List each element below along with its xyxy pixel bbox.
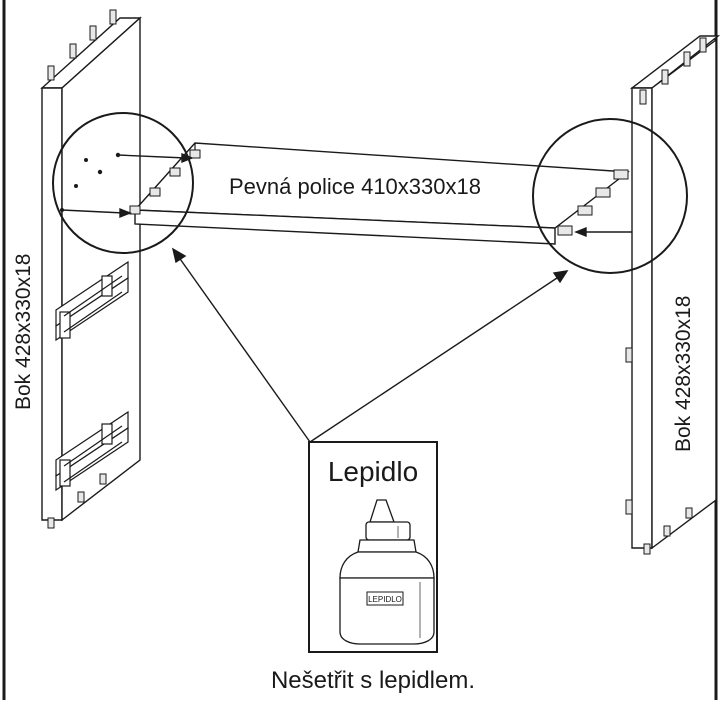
detail-circle-left	[52, 112, 194, 254]
right-side-panel	[625, 35, 720, 555]
left-drawer-runner-top	[55, 260, 129, 342]
left-holes	[60, 152, 121, 212]
detail-circle-right	[532, 118, 688, 274]
left-bottom-dowels	[47, 473, 107, 529]
right-side-label: Bok 428x330x18	[672, 296, 695, 452]
glue-box: Lepidlo LEPIDLO	[308, 441, 438, 653]
right-side-pins	[625, 347, 693, 555]
caption: Nešetřit s lepidlem.	[271, 667, 475, 694]
glue-bottle-icon	[339, 499, 435, 645]
left-drawer-runner-bottom	[55, 410, 129, 492]
glue-bottle-label: LEPIDLO	[368, 595, 402, 604]
dowel-insert-arrows	[61, 152, 632, 238]
right-top-dowels	[639, 37, 707, 105]
glue-box-title: Lepidlo	[328, 456, 418, 487]
shelf-left-dowels	[129, 149, 201, 215]
left-top-dowels	[47, 9, 117, 81]
shelf-panel	[129, 142, 630, 245]
shelf-label: Pevná police 410x330x18	[229, 174, 481, 199]
left-side-panel	[40, 9, 142, 529]
glue-pointer-arrows	[171, 247, 569, 443]
shelf-right-dowels	[557, 169, 629, 236]
left-side-label: Bok 428x330x18	[12, 254, 35, 410]
